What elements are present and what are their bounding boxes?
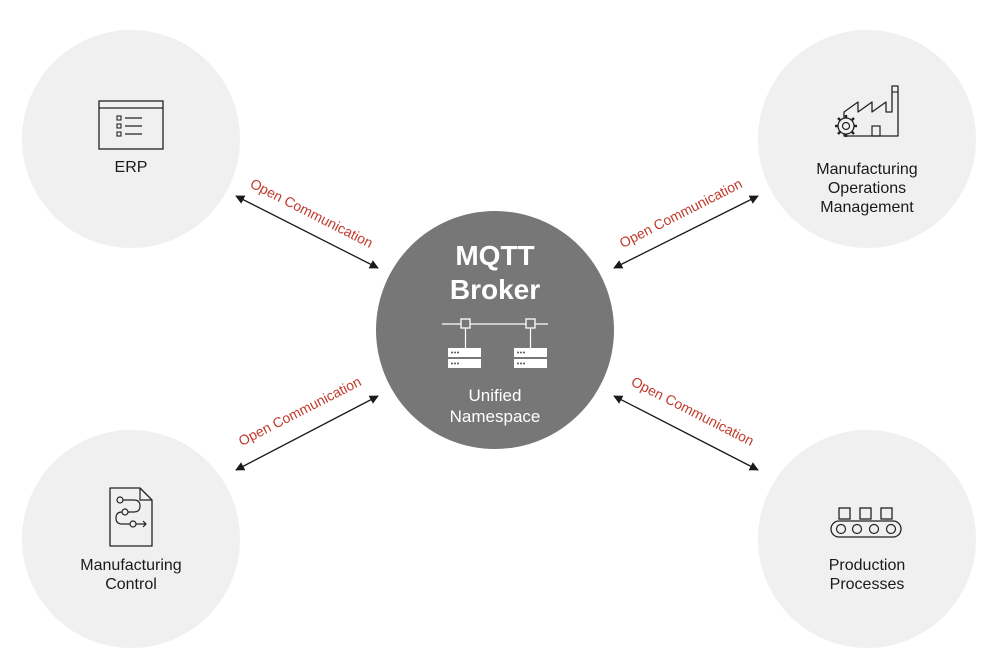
arrow-production xyxy=(613,395,759,471)
node-label-mom: Manufacturing Operations Management xyxy=(758,160,976,217)
node-manufacturing-operations-management: Manufacturing Operations Management xyxy=(758,30,976,248)
node-label-line: Production xyxy=(828,557,906,574)
node-label-line: Processes xyxy=(829,576,905,593)
node-production-processes: Production Processes xyxy=(758,430,976,648)
node-label-production: Production Processes xyxy=(758,556,976,594)
mqtt-broker-node: MQTT Broker Unified Namespace xyxy=(376,211,614,449)
node-label-erp: ERP xyxy=(22,158,240,177)
node-label-control: Manufacturing Control xyxy=(22,556,240,594)
factory-gear-icon xyxy=(828,78,908,143)
node-manufacturing-control: Manufacturing Control xyxy=(22,430,240,648)
node-label-line: Manufacturing xyxy=(80,557,182,574)
node-label-line: Control xyxy=(105,576,157,593)
arrow-mom xyxy=(613,195,759,269)
broker-title: MQTT Broker xyxy=(376,239,614,307)
node-label-line: Operations xyxy=(827,180,907,197)
list-window-icon xyxy=(98,100,164,155)
network-servers-icon xyxy=(442,316,548,377)
node-erp: ERP xyxy=(22,30,240,248)
node-label-line: Management xyxy=(820,199,914,216)
arrow-control xyxy=(235,395,379,471)
broker-title-line: Broker xyxy=(449,274,541,305)
broker-subtitle-line: Unified xyxy=(468,386,522,405)
node-label-line: Manufacturing xyxy=(816,161,918,178)
arrow-erp xyxy=(235,195,379,269)
conveyor-belt-icon xyxy=(829,506,903,545)
broker-subtitle-line: Namespace xyxy=(449,407,541,426)
node-label-line: ERP xyxy=(114,159,148,176)
broker-title-line: MQTT xyxy=(455,240,535,271)
workflow-document-icon xyxy=(106,486,156,553)
broker-subtitle: Unified Namespace xyxy=(376,385,614,427)
